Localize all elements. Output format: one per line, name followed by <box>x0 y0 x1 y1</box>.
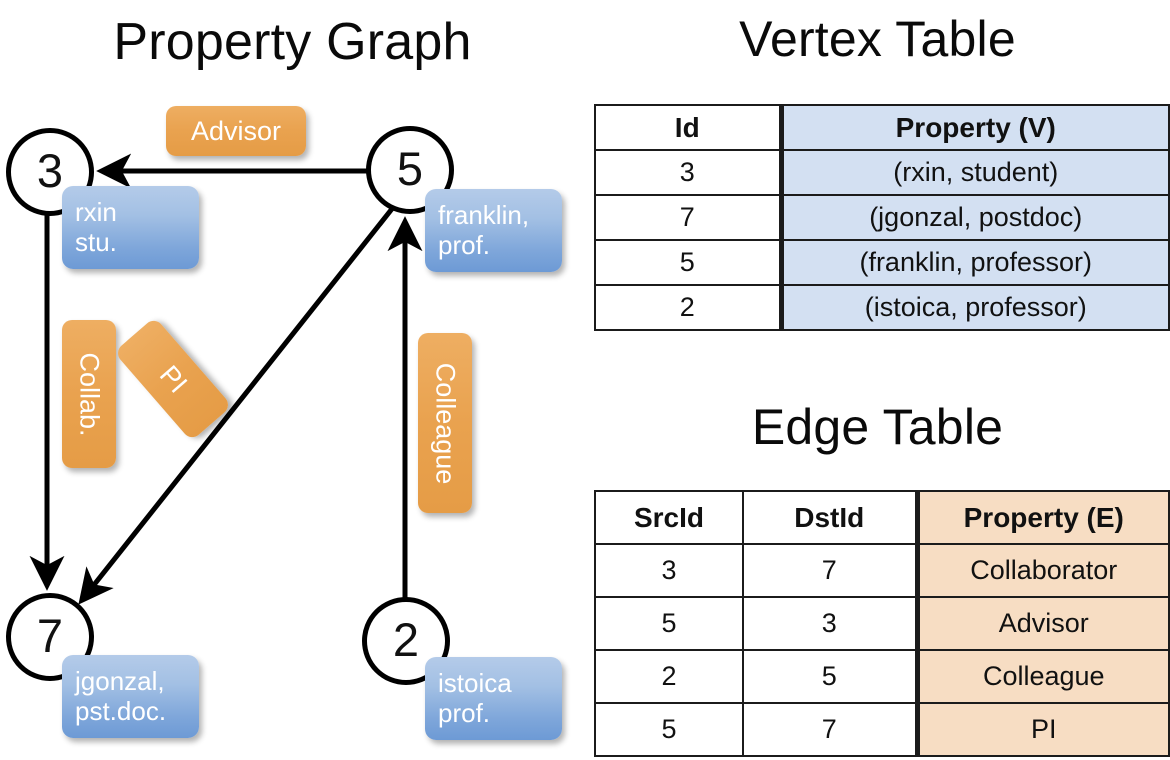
vertex-table-header-row: Id Property (V) <box>594 104 1170 151</box>
edge-row-2-property: Colleague <box>914 649 1170 704</box>
edge-label-advisor: Advisor <box>166 106 306 156</box>
vertex-property-box-rxin: rxin stu. <box>62 186 199 269</box>
vertex-row-0-property: (rxin, student) <box>778 149 1170 196</box>
edge-row-3-dst: 7 <box>742 702 918 757</box>
graph-node-5[interactable]: 5 <box>366 126 454 214</box>
edge-row-1-src: 5 <box>594 596 744 651</box>
vertex-property-rxin-line1: rxin <box>75 197 117 228</box>
page-title-vertex-table: Vertex Table <box>739 11 1016 67</box>
table-row: 5 7 PI <box>594 702 1170 757</box>
vertex-row-3-property: (istoica, professor) <box>778 284 1170 331</box>
edge-row-0-property: Collaborator <box>914 543 1170 598</box>
vertex-table-header-property: Property (V) <box>778 104 1170 151</box>
graph-node-5-label: 5 <box>396 141 424 195</box>
edge-row-3-src: 5 <box>594 702 744 757</box>
graph-node-2[interactable]: 2 <box>362 597 450 685</box>
vertex-property-rxin-line2: stu. <box>75 226 117 257</box>
vertex-table-header-id: Id <box>594 104 782 151</box>
edge-row-1-property: Advisor <box>914 596 1170 651</box>
edge-row-0-dst: 7 <box>742 543 918 598</box>
vertex-property-jgonzal-line2: pst.doc. <box>75 695 167 726</box>
vertex-property-box-jgonzal: jgonzal, pst.doc. <box>62 655 199 738</box>
edge-label-colleague-text: Colleague <box>430 362 461 484</box>
edge-table-header-property: Property (E) <box>914 490 1170 545</box>
vertex-row-1-property: (jgonzal, postdoc) <box>778 194 1170 241</box>
edge-row-1-dst: 3 <box>742 596 918 651</box>
edge-table-header-row: SrcId DstId Property (E) <box>594 490 1170 545</box>
edge-label-collab-text: Collab. <box>74 351 105 437</box>
vertex-property-istoica-line1: istoica <box>438 668 512 699</box>
vertex-property-franklin-line1: franklin, <box>438 200 530 231</box>
table-row: 2 (istoica, professor) <box>594 284 1170 331</box>
graph-node-2-label: 2 <box>392 612 420 666</box>
edge-row-0-src: 3 <box>594 543 744 598</box>
vertex-property-istoica-line2: prof. <box>438 697 491 728</box>
table-row: 2 5 Colleague <box>594 649 1170 704</box>
edge-table-header-dstid: DstId <box>742 490 918 545</box>
table-row: 5 (franklin, professor) <box>594 239 1170 286</box>
edge-label-colleague: Colleague <box>418 333 472 513</box>
page-title-edge-table: Edge Table <box>751 399 1004 455</box>
vertex-row-2-id: 5 <box>594 239 782 286</box>
edge-table-header-srcid: SrcId <box>594 490 744 545</box>
table-row: 3 (rxin, student) <box>594 149 1170 196</box>
vertex-table: Id Property (V) 3 (rxin, student) 7 (jgo… <box>594 104 1170 331</box>
table-row: 5 3 Advisor <box>594 596 1170 651</box>
table-row: 7 (jgonzal, postdoc) <box>594 194 1170 241</box>
edge-5-to-7 <box>78 203 397 605</box>
vertex-property-box-franklin: franklin, prof. <box>425 189 562 272</box>
edge-row-2-src: 2 <box>594 649 744 704</box>
vertex-property-jgonzal-line1: jgonzal, <box>75 666 165 697</box>
graph-node-3-label: 3 <box>36 143 64 197</box>
vertex-property-franklin-line2: prof. <box>438 229 491 260</box>
edge-label-advisor-text: Advisor <box>190 115 282 146</box>
page-title-property-graph: Property Graph <box>113 13 472 71</box>
vertex-row-0-id: 3 <box>594 149 782 196</box>
vertex-row-1-id: 7 <box>594 194 782 241</box>
edge-label-pi-text: PI <box>153 359 194 399</box>
vertex-property-box-istoica: istoica prof. <box>425 657 562 740</box>
edge-row-2-dst: 5 <box>742 649 918 704</box>
edge-label-collab: Collab. <box>62 320 116 468</box>
graph-node-7-label: 7 <box>36 608 64 662</box>
vertex-row-2-property: (franklin, professor) <box>778 239 1170 286</box>
table-row: 3 7 Collaborator <box>594 543 1170 598</box>
edge-row-3-property: PI <box>914 702 1170 757</box>
property-graph-diagram <box>29 153 423 605</box>
edge-table: SrcId DstId Property (E) 3 7 Collaborato… <box>594 490 1170 757</box>
vertex-row-3-id: 2 <box>594 284 782 331</box>
